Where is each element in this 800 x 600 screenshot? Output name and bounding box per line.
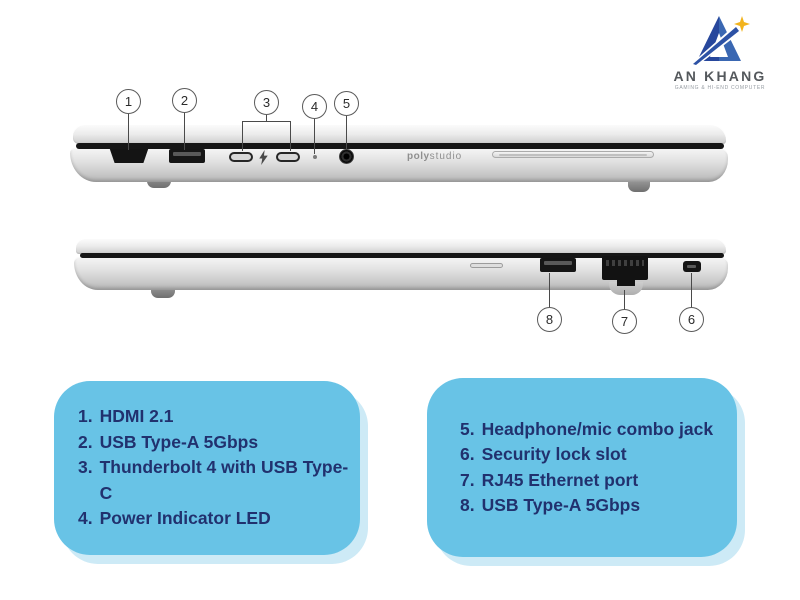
callout-line-6	[691, 273, 693, 308]
callout-line-8	[549, 273, 551, 308]
power-led	[313, 155, 317, 159]
legend-list-left: 1.HDMI 2.1 2.USB Type-A 5Gbps 3.Thunderb…	[78, 404, 360, 532]
callout-line-4	[314, 119, 316, 154]
legend-item: 7.RJ45 Ethernet port	[460, 469, 639, 490]
legend-item: 4.Power Indicator LED	[78, 508, 271, 529]
callout-2: 2	[172, 88, 197, 113]
callout-line-3	[266, 115, 268, 122]
callout-7: 7	[612, 309, 637, 334]
side-slot	[470, 263, 503, 268]
legend-item: 8.USB Type-A 5Gbps	[460, 495, 641, 515]
callout-3: 3	[254, 90, 279, 115]
usb-a-port	[540, 258, 576, 272]
rj45-port	[602, 256, 648, 280]
callout-5: 5	[334, 91, 359, 116]
callout-6: 6	[679, 307, 704, 332]
thunderbolt-port-2	[276, 152, 300, 162]
callout-line-7	[624, 290, 626, 310]
star-icon	[734, 16, 750, 32]
poly-studio-label: polystudio	[407, 151, 463, 162]
security-lock-slot	[683, 261, 701, 272]
lid-base-gap	[80, 253, 724, 258]
callout-line-2	[184, 113, 186, 150]
headphone-jack	[339, 149, 354, 164]
legend-item: 1.HDMI 2.1	[78, 406, 174, 427]
laptop-lid	[73, 124, 726, 144]
legend-box-right: 5.Headphone/mic combo jack 6.Security lo…	[427, 378, 737, 557]
callout-1: 1	[116, 89, 141, 114]
laptop-lid	[76, 238, 726, 254]
an-khang-logo-icon	[691, 16, 750, 66]
thunderbolt-icon	[259, 150, 268, 165]
thunderbolt-port-1	[229, 152, 253, 162]
callout-line-1	[128, 114, 130, 150]
legend-item: 2.USB Type-A 5Gbps	[78, 431, 259, 452]
hdmi-port	[109, 149, 149, 163]
callout-8: 8	[537, 307, 562, 332]
brand-name: AN KHANG	[673, 68, 767, 84]
legend-box-left: 1.HDMI 2.1 2.USB Type-A 5Gbps 3.Thunderb…	[54, 381, 360, 555]
callout-line-5	[346, 116, 348, 149]
lid-base-gap	[76, 143, 724, 149]
speaker-grille	[492, 151, 654, 158]
legend-item: 3.Thunderbolt 4 with USB Type-C	[78, 457, 349, 503]
brand-logo: AN KHANG GAMING & HI-END COMPUTER	[652, 14, 788, 91]
callout-bracket-3	[242, 121, 291, 151]
usb-a-port	[169, 149, 205, 163]
brand-tagline: GAMING & HI-END COMPUTER	[674, 85, 766, 91]
legend-item: 6.Security lock slot	[460, 444, 627, 464]
legend-list-right: 5.Headphone/mic combo jack 6.Security lo…	[460, 417, 737, 519]
rj45-tab	[617, 279, 635, 286]
legend-item: 5.Headphone/mic combo jack	[460, 418, 714, 439]
callout-4: 4	[302, 94, 327, 119]
